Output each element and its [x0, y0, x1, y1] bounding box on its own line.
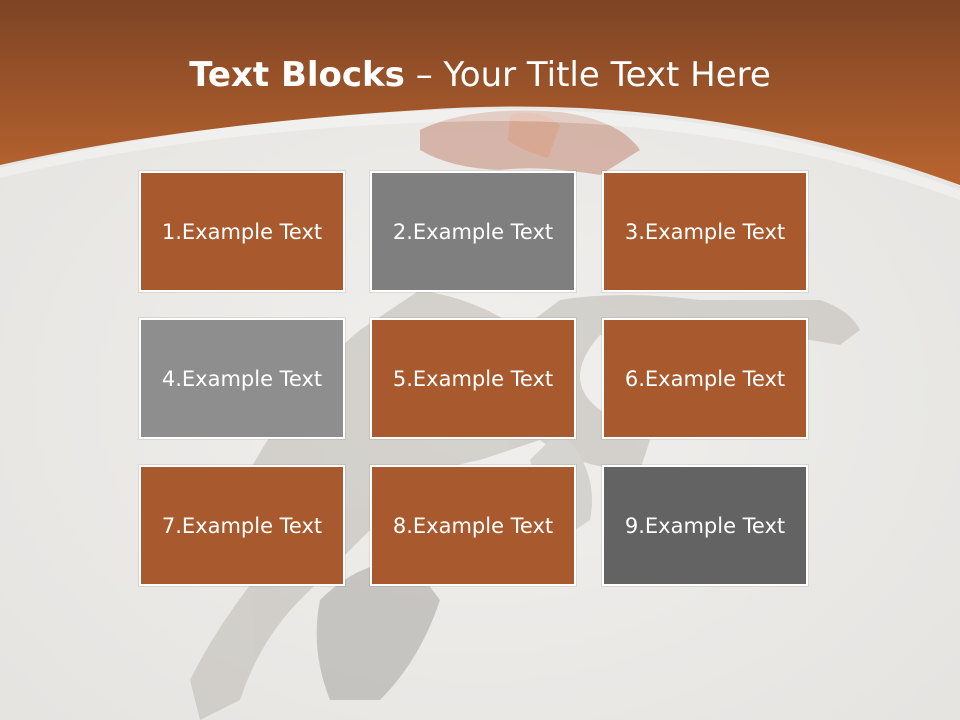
- text-block-5: 5.Example Text: [370, 318, 576, 439]
- text-block-2: 2.Example Text: [370, 171, 576, 292]
- text-block-7: 7.Example Text: [139, 465, 345, 586]
- text-block-label: 7.Example Text: [161, 513, 323, 538]
- text-block-3: 3.Example Text: [602, 171, 808, 292]
- text-block-9: 9.Example Text: [602, 465, 808, 586]
- text-block-8: 8.Example Text: [370, 465, 576, 586]
- text-block-label: 8.Example Text: [392, 513, 554, 538]
- title-dash: –: [415, 55, 433, 95]
- text-block-label: 2.Example Text: [392, 219, 554, 244]
- title-bold: Text Blocks: [189, 55, 405, 95]
- text-block-label: 1.Example Text: [161, 219, 323, 244]
- text-block-4: 4.Example Text: [139, 318, 345, 439]
- text-block-1: 1.Example Text: [139, 171, 345, 292]
- text-block-label: 5.Example Text: [392, 366, 554, 391]
- text-block-6: 6.Example Text: [602, 318, 808, 439]
- title-rest: Your Title Text Here: [443, 55, 771, 95]
- text-block-label: 3.Example Text: [624, 219, 786, 244]
- text-block-label: 6.Example Text: [624, 366, 786, 391]
- page-title: Text Blocks – Your Title Text Here: [0, 52, 960, 98]
- text-block-label: 4.Example Text: [161, 366, 323, 391]
- text-block-label: 9.Example Text: [624, 513, 786, 538]
- dancer-silhouette: [190, 110, 860, 720]
